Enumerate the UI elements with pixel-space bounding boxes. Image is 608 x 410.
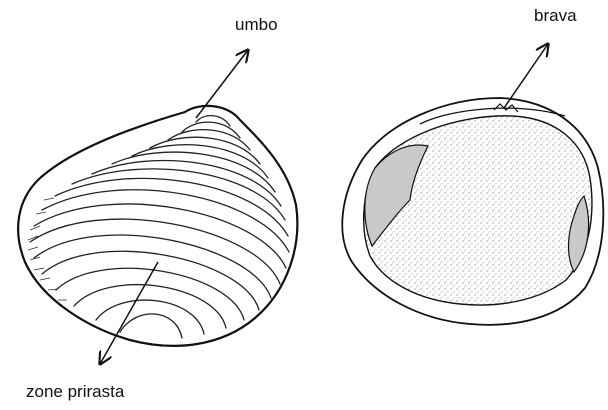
shell-interior — [342, 98, 603, 325]
label-brava: brava — [534, 7, 577, 24]
shell-exterior-outline — [18, 106, 297, 346]
brava-arrow — [504, 44, 548, 108]
label-umbo: umbo — [235, 16, 278, 33]
label-zone-prirasta: zone prirasta — [26, 383, 124, 400]
shell-exterior — [18, 106, 297, 346]
